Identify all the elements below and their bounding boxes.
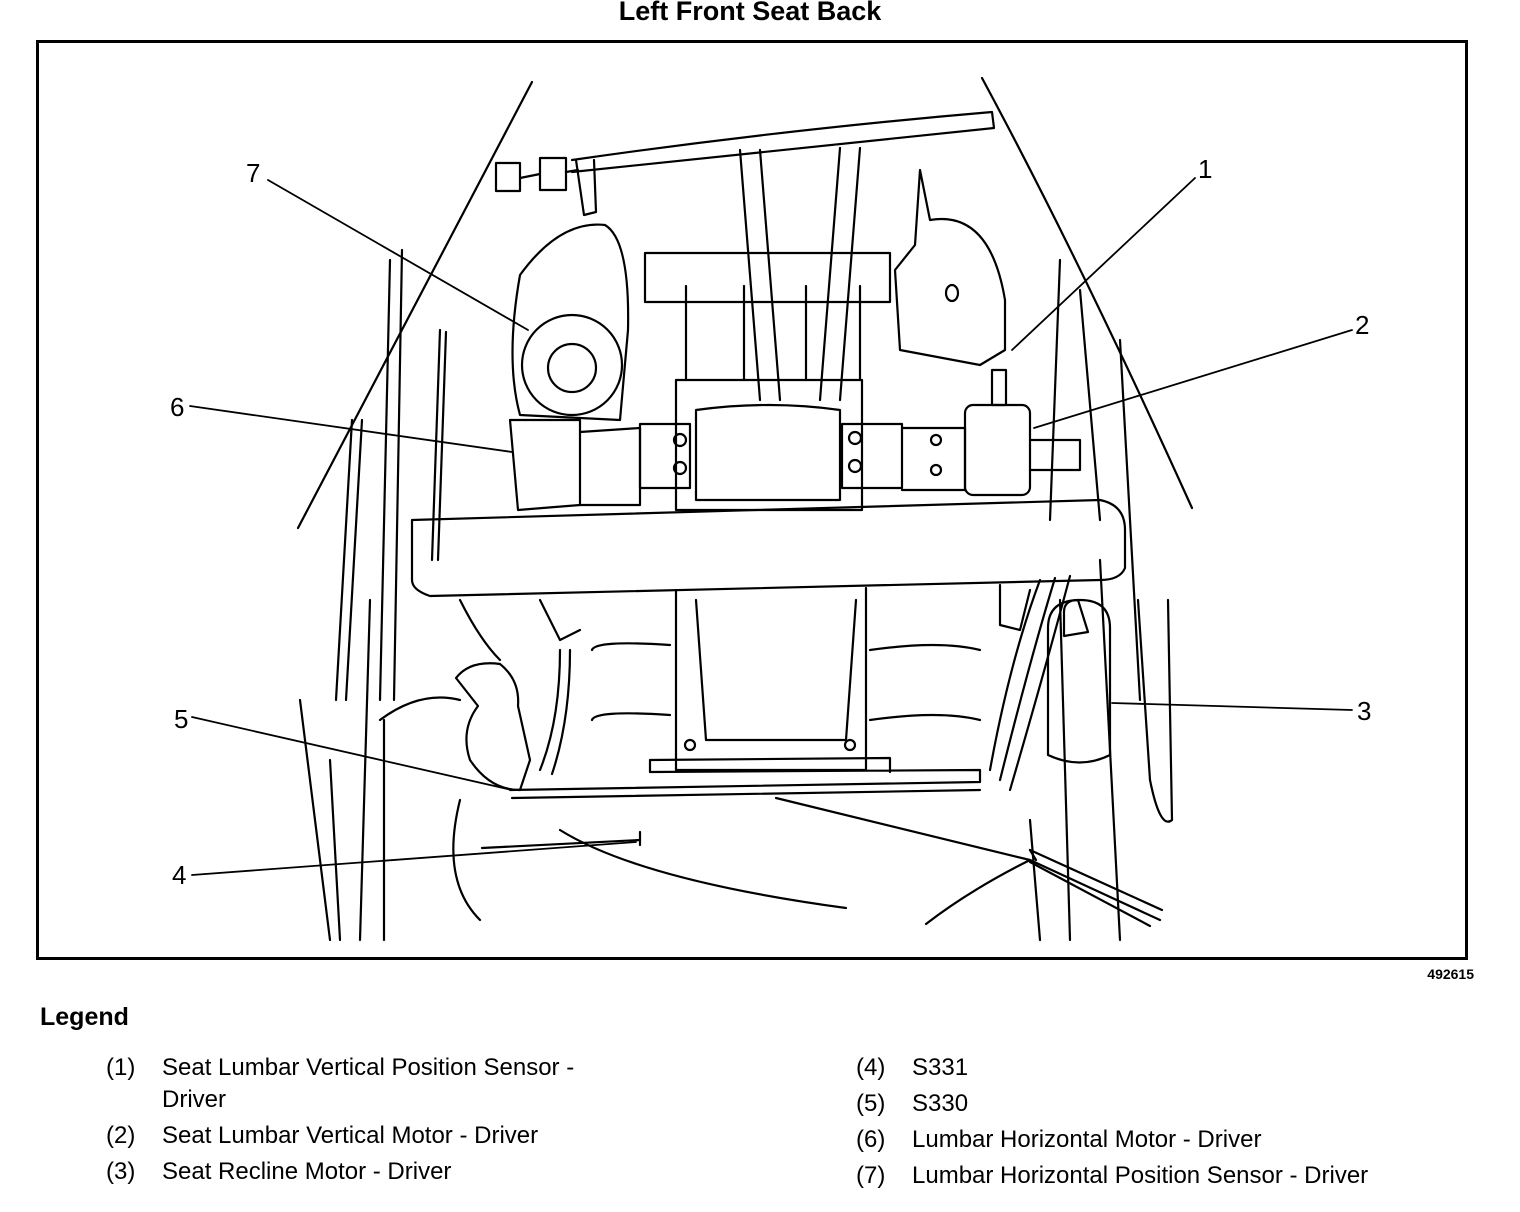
legend-item-number: (5) [856, 1090, 886, 1117]
legend-item-number: (4) [856, 1054, 886, 1081]
cross-bar [410, 498, 1127, 598]
legend-item-number: (7) [856, 1162, 886, 1189]
diagram-title: Left Front Seat Back [618, 0, 882, 26]
legend-item: (5) S330 [856, 1088, 1472, 1120]
legend-item-label: Seat Recline Motor - Driver [162, 1158, 452, 1185]
left-side-panel [334, 248, 404, 702]
legend-item: (4) S331 [856, 1052, 1472, 1084]
wire-harness [454, 662, 532, 792]
vertical-motor [963, 403, 1032, 497]
vertical-position-sensor [893, 168, 1007, 367]
callout-5: 5 [174, 704, 189, 734]
legend-item-number: (2) [106, 1122, 136, 1149]
seat-outline-right [980, 76, 1194, 510]
legend-item: (1) Seat Lumbar Vertical Position Sensor… [106, 1052, 582, 1116]
legend-item-label: S331 [912, 1054, 969, 1081]
callout-7: 7 [246, 158, 261, 188]
sensor-gear [520, 313, 624, 417]
legend-item: (6) Lumbar Horizontal Motor - Driver [856, 1124, 1472, 1156]
legend-item: (7) Lumbar Horizontal Position Sensor - … [856, 1160, 1472, 1192]
legend-item-number: (3) [106, 1158, 136, 1185]
legend-item: (2) Seat Lumbar Vertical Motor - Driver [106, 1120, 582, 1152]
bottom-tray [508, 756, 982, 792]
lower-frame [674, 586, 868, 772]
center-frame [674, 378, 864, 512]
legend-item-number: (6) [856, 1126, 886, 1153]
legend-item-label: Seat Lumbar Vertical Position Sensor - D… [162, 1054, 575, 1113]
figure-id: 492615 [1427, 966, 1474, 982]
seat-outline-left [296, 80, 534, 530]
legend-item-label: S330 [912, 1090, 969, 1117]
leader-lines [189, 177, 1353, 876]
legend-item-number: (1) [106, 1054, 136, 1081]
legend-right-column: (4) S331 (5) S330 (6) Lumbar Horizontal … [856, 1052, 1472, 1196]
callout-3: 3 [1357, 696, 1372, 726]
legend-item-label: Lumbar Horizontal Motor - Driver [912, 1126, 1262, 1153]
callout-4: 4 [172, 860, 187, 890]
legend-item-label: Seat Lumbar Vertical Motor - Driver [162, 1122, 539, 1149]
callout-6: 6 [170, 392, 185, 422]
legend-item-label: Lumbar Horizontal Position Sensor - Driv… [912, 1162, 1369, 1189]
callout-1: 1 [1198, 154, 1213, 184]
right-bracket [840, 422, 904, 490]
legend-heading: Legend [40, 1003, 129, 1031]
recline-motor [1046, 598, 1112, 764]
legend-item: (3) Seat Recline Motor - Driver [106, 1156, 582, 1188]
callout-2: 2 [1355, 310, 1370, 340]
horizontal-motor [508, 418, 582, 512]
top-rail [570, 110, 996, 174]
legend-left-column: (1) Seat Lumbar Vertical Position Sensor… [106, 1052, 582, 1192]
position-sensor-housing [511, 223, 630, 422]
upper-plate [643, 251, 892, 304]
